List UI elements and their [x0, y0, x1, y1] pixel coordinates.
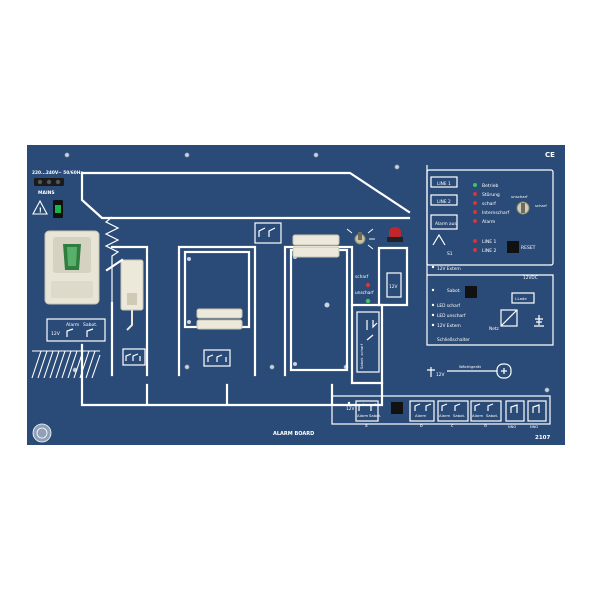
status-betrieb-label: Betrieb [482, 183, 498, 189]
light-rays-icon [346, 228, 375, 250]
relay-box-window [122, 348, 146, 366]
manufacturer-logo-icon [32, 423, 52, 443]
status-line1-label: LINE 1 [482, 239, 496, 245]
reset-button[interactable] [507, 241, 519, 253]
strobe-light[interactable] [387, 227, 403, 242]
door-sabot-box: Sabot. scharf [356, 311, 380, 373]
horn-icon [496, 363, 512, 379]
ctrl-led-unscharf-label: LED unscharf [437, 313, 466, 319]
status-alarm-label: Alarm [482, 219, 495, 225]
glass-12v-label: 12V [436, 372, 444, 378]
status-line2-label: LINE 2 [482, 248, 496, 254]
strip-c-alarm-label: Alarm [439, 413, 450, 418]
strip-relay-icon [358, 403, 377, 411]
battery-symbol [534, 315, 544, 327]
mains-connector [34, 178, 64, 186]
status-panel: CE Betrieb Störung scharf Internscharf A… [426, 151, 555, 266]
svg-text:!: ! [39, 207, 42, 215]
control-panel: LINE 1 LINE 2 Alarm aus S1 12V Extern Sa… [426, 165, 554, 346]
house-roof-outline [80, 171, 411, 220]
ce-mark: CE [545, 151, 555, 159]
door-two-magnetic-contact[interactable] [292, 234, 340, 258]
key-switch-door[interactable] [354, 232, 366, 245]
door-two-handle [324, 302, 330, 308]
relay-box-door-two [254, 222, 282, 244]
warning-triangle-icon: ! [32, 199, 48, 215]
contact-lever-icon [105, 258, 124, 272]
ctrl-sabot-label: Sabot. [447, 288, 461, 294]
window-contact-sensor[interactable] [120, 259, 144, 331]
strip-b-letter: b [420, 423, 423, 429]
transformer-symbol [500, 309, 518, 327]
key-scharf-label: scharf [535, 203, 547, 208]
detector-alarm-label: Alarm [66, 322, 79, 328]
ctrl-led-scharf-label: LED scharf [437, 303, 461, 309]
ctrl-12v-extern-top-label: 12V Extern [437, 266, 461, 272]
ctrl-schliessschalter-label: Schließschalter [437, 337, 470, 343]
strip-d-sabot-label: Sabot. [486, 413, 498, 418]
ctrl-line1-label: LINE 1 [437, 181, 451, 187]
strip-c-letter: c [451, 424, 454, 429]
strobe-wiring [377, 246, 409, 307]
door-panel-wiring [350, 303, 384, 385]
strip-12v-label: 12V [346, 406, 354, 412]
door-one-frame [177, 245, 257, 377]
window-frame [110, 245, 149, 377]
board-model-number: 2107 [535, 435, 550, 441]
door-scharf-label: scharf [355, 274, 369, 280]
ctrl-s1-label: S1 [447, 251, 453, 257]
ctrl-ladung-label: I-Lade [515, 296, 527, 301]
board-panel [27, 145, 565, 445]
board-title: ALARM BOARD [273, 431, 314, 437]
ctrl-sabot-button[interactable] [465, 286, 477, 298]
detector-12v-label: 12V [51, 331, 61, 337]
main-key-switch[interactable] [516, 201, 530, 215]
strip-black-button[interactable] [391, 402, 403, 414]
status-internscharf-label: Internscharf [482, 210, 510, 216]
status-scharf-label: scharf [482, 201, 496, 207]
detector-terminal-box: 12V Alarm Sabot. [46, 318, 106, 342]
ctrl-alarm-aus-label: Alarm aus [435, 221, 457, 227]
strip-d-alarm-label: Alarm [472, 413, 483, 418]
mains-label: MAINS [38, 190, 55, 196]
door-unscharf-label: unscharf [355, 290, 374, 296]
terminal-strip: 12V Alarm Sabot. a Alarm b Alarm Sabot. … [331, 395, 551, 429]
strip-a-sabot-label: Sabot. [369, 413, 381, 418]
glass-sensor-label: Wächtgerät [459, 364, 481, 369]
mains-power-switch[interactable] [53, 200, 63, 218]
detector-sabot-label: Sabot. [83, 322, 97, 328]
strip-a-alarm-label: Alarm [357, 413, 368, 418]
spring-wire-left [104, 216, 120, 303]
glass-break-sensor: 12V Wächtgerät [427, 364, 497, 378]
door-scharf-led [365, 282, 371, 288]
door-unscharf-led [365, 298, 371, 304]
ctrl-netz-label: Netz [489, 326, 500, 332]
strip-c-sabot-label: Sabot. [453, 413, 465, 418]
mains-voltage-label: 220...240V~ 50/60Hz [32, 170, 83, 176]
ctrl-12v-extern-bottom-label: 12V Extern [437, 323, 461, 329]
strobe-12v-label: 12V [389, 284, 397, 290]
alarm-board: 220...240V~ 50/60Hz MAINS ! 12V Alarm Sa… [27, 145, 565, 445]
ctrl-terminal-dots [431, 265, 435, 327]
strip-d-letter: d [484, 423, 487, 429]
strip-nno1-label: NNO [508, 425, 516, 429]
strobe-terminal-box [386, 272, 402, 298]
mounting-screws [64, 152, 550, 393]
motion-detector[interactable] [44, 230, 100, 305]
floor-hatch [31, 350, 101, 379]
ctrl-line2-label: LINE 2 [437, 199, 451, 205]
strip-nno2-label: NNO [530, 425, 538, 429]
door-sabot-scharf-label: Sabot. scharf [359, 343, 364, 369]
strip-a-letter: a [365, 424, 368, 429]
floor-line [80, 343, 384, 407]
door-one-magnetic-contact[interactable] [196, 308, 243, 330]
relay-box-door-one [203, 349, 231, 367]
key-unscharf-label: unscharf [511, 194, 528, 199]
status-stoerung-label: Störung [482, 192, 500, 198]
ctrl-12vdc-label: 12VDC [523, 275, 538, 281]
strip-b-alarm-label: Alarm [415, 413, 426, 418]
reset-label: RESET [521, 245, 536, 251]
